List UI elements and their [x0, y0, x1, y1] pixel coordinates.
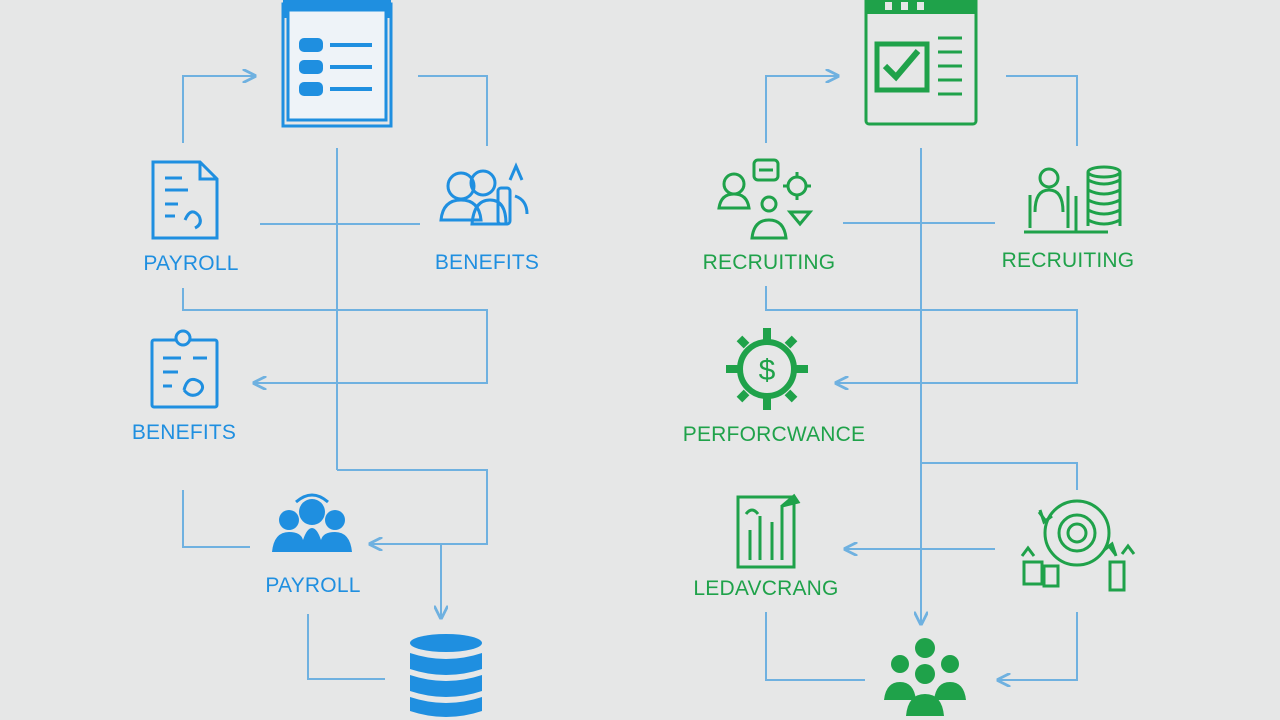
right-recruiting-label: RECRUITING — [702, 251, 836, 274]
left-connector-payroll — [337, 469, 488, 544]
learning-chart-icon — [736, 493, 801, 569]
left-benefits-label: BENEFITS — [434, 251, 540, 274]
database-icon — [410, 634, 482, 717]
left-benefits-label-2: BENEFITS — [131, 421, 237, 444]
left-connector-benefits — [182, 288, 488, 383]
right-connector-performance — [765, 286, 1078, 383]
right-connector-top-left — [765, 76, 838, 143]
left-connector-database — [307, 614, 385, 680]
calendar-check-icon — [864, 0, 978, 126]
left-connectors — [182, 75, 488, 680]
right-performance-label: PERFORCWANCE — [682, 423, 866, 446]
right-connectors — [765, 75, 1078, 681]
left-connector-bottom-left — [182, 490, 250, 548]
left-payroll-label-2: PAYROLL — [265, 574, 361, 597]
right-connector-bottom-right — [998, 612, 1078, 680]
right-connector-bottom-left — [765, 612, 865, 681]
payroll-document-icon — [151, 160, 219, 240]
benefits-people-icon — [439, 162, 529, 226]
left-connector-top-left — [182, 76, 255, 143]
right-recruiting-label-2: RECRUITING — [1001, 249, 1135, 272]
right-learning-label: LEDAVCRANG — [693, 577, 839, 600]
svg-text:$: $ — [759, 354, 776, 387]
team-group-icon — [884, 638, 966, 716]
recruiting-stack-icon — [1024, 165, 1122, 234]
performance-dollar-gear-icon: $ — [726, 328, 808, 410]
right-connector-cycle — [921, 462, 1078, 490]
benefits-clipboard-icon — [150, 329, 219, 409]
left-connector-top-right — [418, 75, 488, 146]
left-payroll-label: PAYROLL — [143, 252, 239, 275]
cycle-process-icon — [1020, 499, 1136, 592]
recruiting-people-icon — [717, 158, 814, 240]
document-list-icon — [281, 0, 393, 128]
payroll-team-icon — [272, 493, 352, 552]
right-connector-top-right — [1006, 75, 1078, 146]
